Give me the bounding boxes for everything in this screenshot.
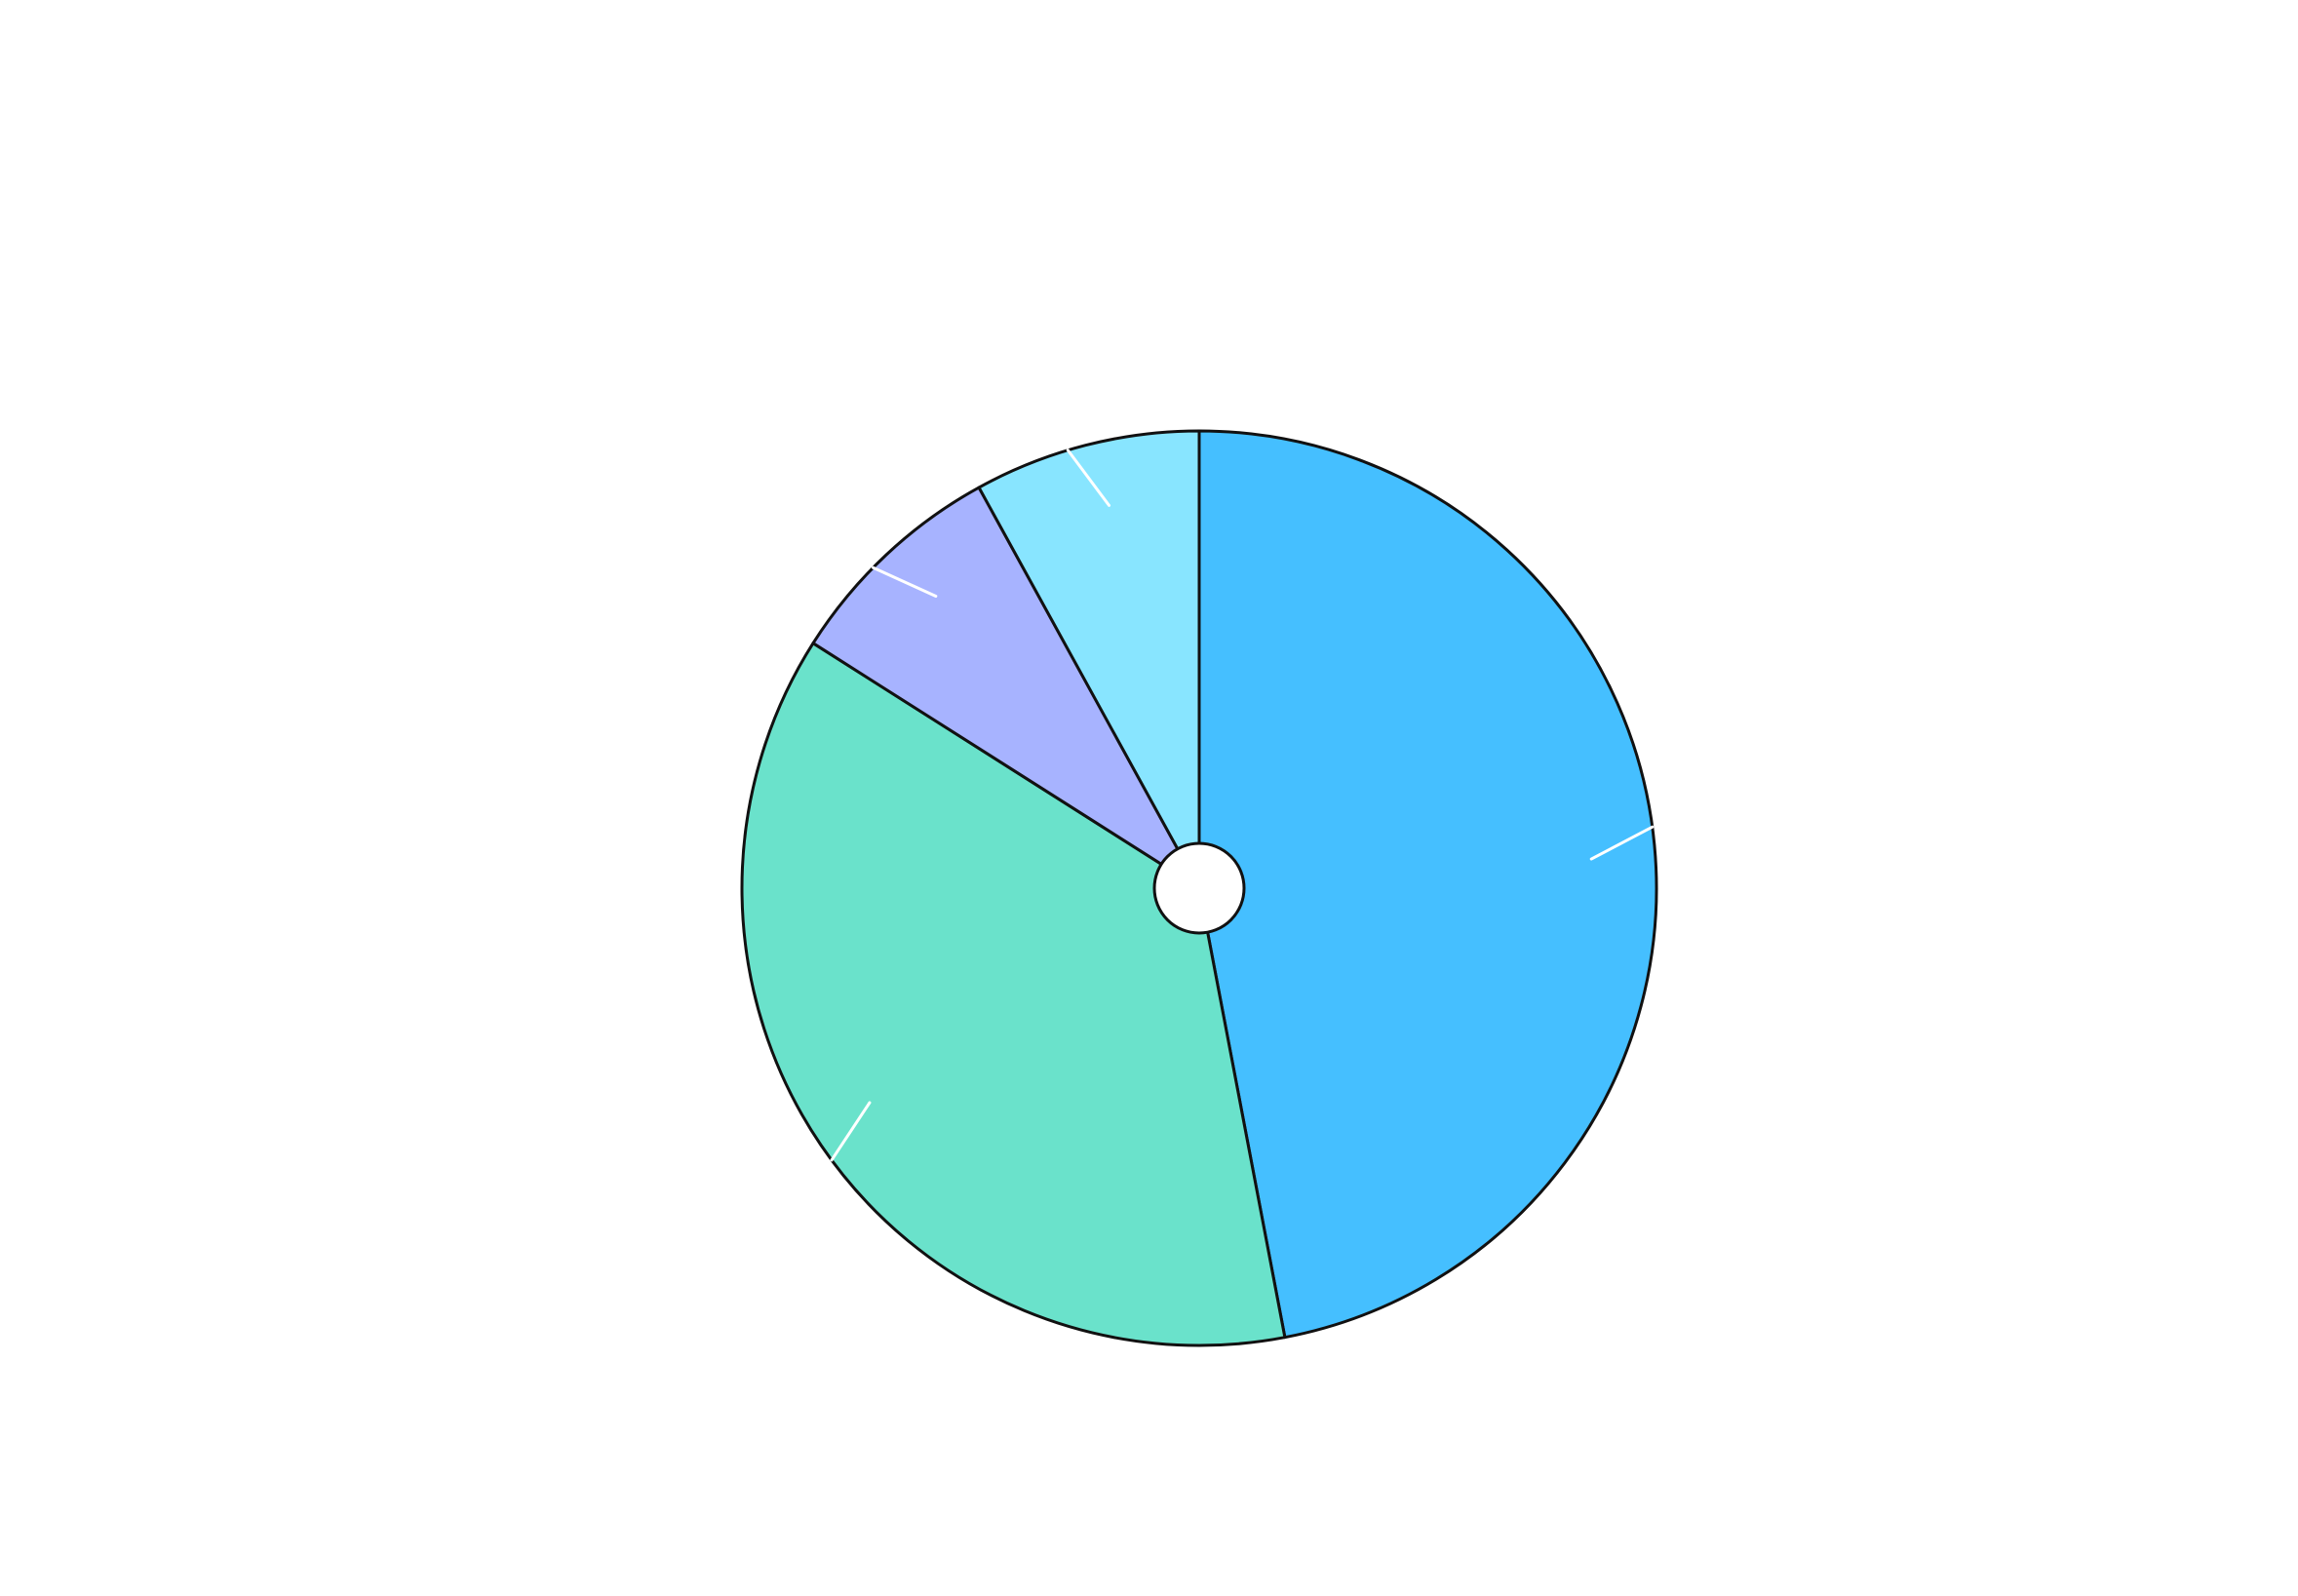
leader-line-2	[872, 565, 938, 599]
leader-line-3	[1066, 448, 1111, 507]
leader-line-0	[1589, 825, 1655, 861]
leader-line-1	[830, 1101, 872, 1162]
pie-slice-1	[740, 642, 1287, 1347]
pie-slice-3	[977, 429, 1201, 890]
pie-slice-2	[811, 486, 1201, 890]
donut-hole	[1152, 841, 1246, 935]
pie-slice-0	[1197, 429, 1658, 1340]
